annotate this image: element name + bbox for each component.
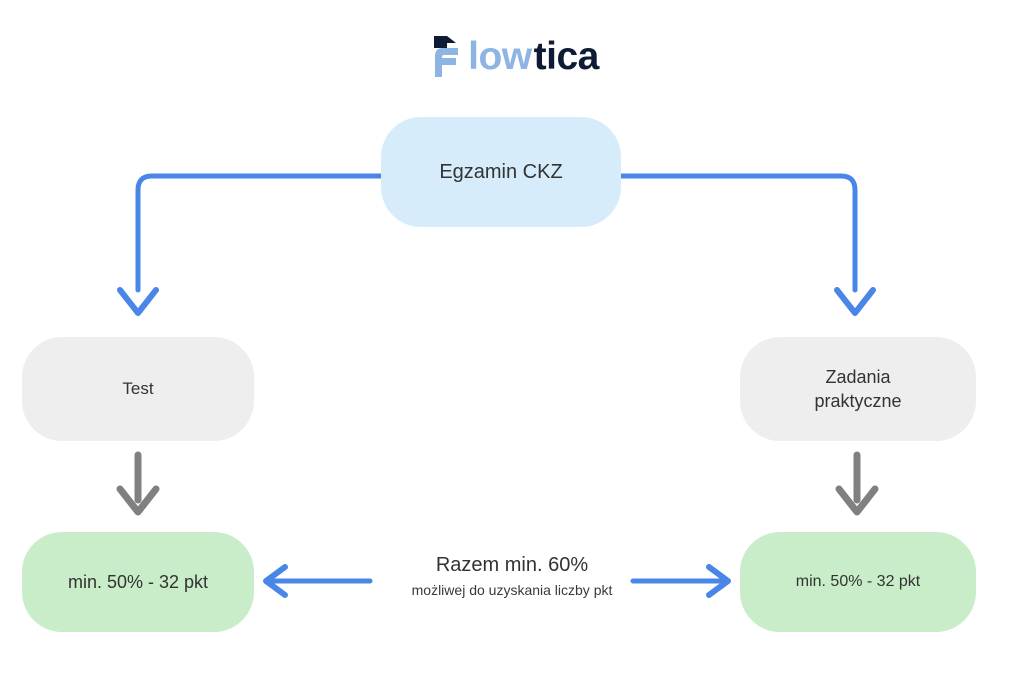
node-test[interactable]: Test: [22, 337, 254, 441]
node-score-left-label: min. 50% - 32 pkt: [67, 571, 209, 592]
node-egzamin-ckz-label: Egzamin CKZ: [439, 160, 563, 183]
connector-exam-to-test: [117, 173, 384, 316]
connector-test-to-score: [116, 451, 160, 516]
center-caption: Razem min. 60% możliwej do uzyskania lic…: [332, 553, 692, 599]
connector-practical-to-score: [835, 451, 879, 516]
node-score-right[interactable]: min. 50% - 32 pkt: [740, 532, 976, 632]
brand-name-dark: tica: [533, 34, 600, 78]
center-caption-sub: możliwej do uzyskania liczby pkt: [411, 582, 613, 598]
node-test-label: Test: [122, 378, 154, 398]
node-score-right-label: min. 50% - 32 pkt: [795, 573, 921, 591]
connector-exam-to-practical: [618, 173, 876, 316]
node-score-left[interactable]: min. 50% - 32 pkt: [22, 532, 254, 632]
brand-name-light: low: [468, 34, 532, 78]
center-caption-main: Razem min. 60%: [435, 554, 589, 576]
node-zadania-praktyczne[interactable]: Zadania praktyczne: [740, 337, 976, 441]
node-egzamin-ckz[interactable]: Egzamin CKZ: [381, 117, 621, 227]
flowtica-f-flag-icon: [434, 36, 459, 77]
node-zadania-praktyczne-label: Zadania praktyczne: [814, 366, 902, 411]
